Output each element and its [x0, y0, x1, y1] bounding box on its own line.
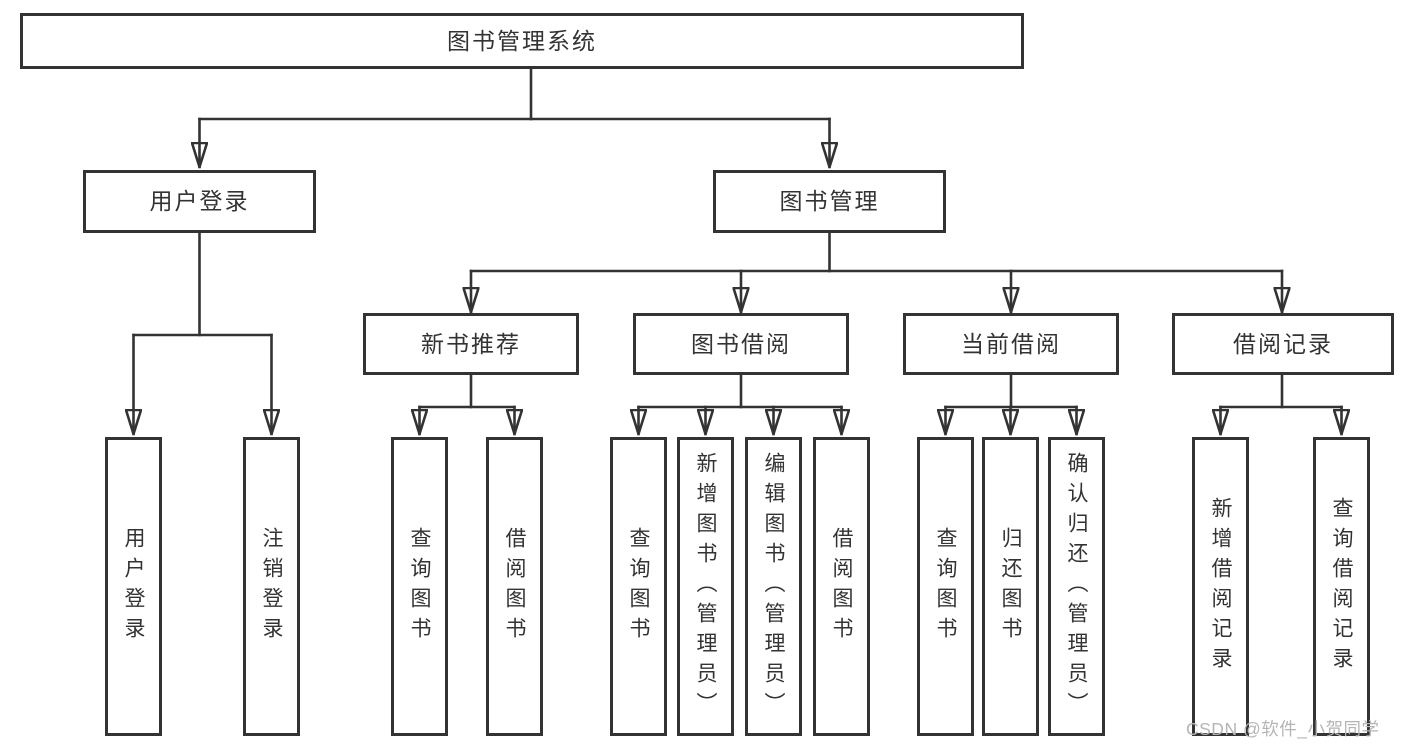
leaf-query-books-current: 查询图书 — [917, 437, 974, 736]
node-book-borrowing: 图书借阅 — [633, 313, 849, 375]
connector-book-management-children — [471, 231, 1282, 314]
csdn-watermark: CSDN @软件_小贺同学 — [1186, 719, 1380, 739]
connector-current-borrow-children — [946, 373, 1077, 436]
connector-root-to-level2 — [200, 67, 830, 169]
leaf-confirm-return-admin: 确认归还（管理员） — [1048, 437, 1105, 736]
connector-book-borrow-children — [639, 373, 842, 436]
leaf-logout: 注销登录 — [243, 437, 300, 736]
leaf-query-borrow-record: 查询借阅记录 — [1313, 437, 1370, 736]
node-library-management-system: 图书管理系统 — [20, 13, 1024, 69]
leaf-edit-book-admin: 编辑图书（管理员） — [745, 437, 802, 736]
node-borrowing-records: 借阅记录 — [1172, 313, 1394, 375]
leaf-user-login: 用户登录 — [105, 437, 162, 736]
leaf-add-borrow-record: 新增借阅记录 — [1192, 437, 1249, 736]
leaf-return-book: 归还图书 — [982, 437, 1039, 736]
connector-new-book-children — [420, 373, 515, 436]
connector-borrow-records-children — [1221, 373, 1342, 436]
leaf-query-books-recommend: 查询图书 — [391, 437, 448, 736]
node-book-management: 图书管理 — [713, 170, 946, 233]
leaf-borrow-books-recommend: 借阅图书 — [486, 437, 543, 736]
leaf-borrow-books: 借阅图书 — [813, 437, 870, 736]
leaf-query-books-borrow: 查询图书 — [610, 437, 667, 736]
leaf-add-book-admin: 新增图书（管理员） — [677, 437, 734, 736]
node-user-login: 用户登录 — [83, 170, 316, 233]
node-current-borrowing: 当前借阅 — [903, 313, 1119, 375]
connector-user-login-children — [134, 231, 272, 436]
node-new-book-recommendation: 新书推荐 — [363, 313, 579, 375]
